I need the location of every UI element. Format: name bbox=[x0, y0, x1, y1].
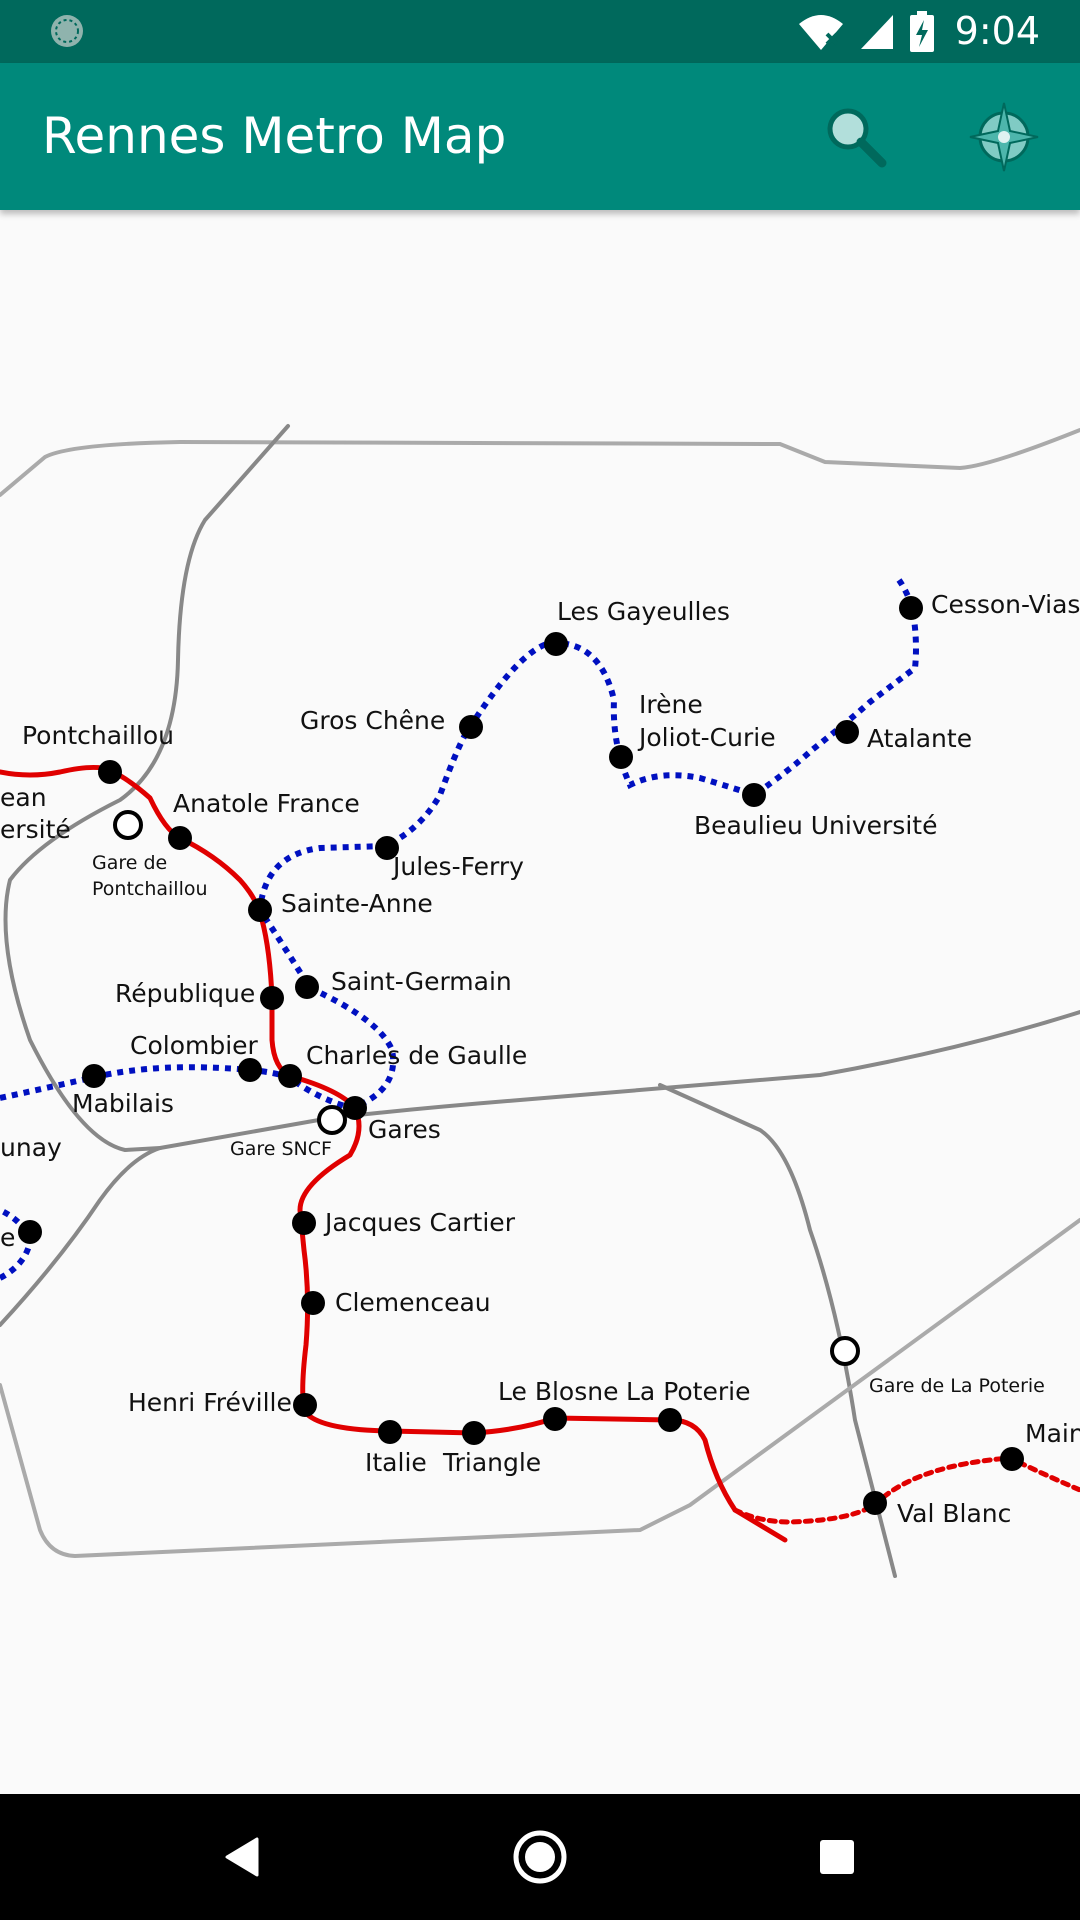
label-gare-pontchaillou-2: Pontchaillou bbox=[92, 878, 208, 900]
wifi-off-icon bbox=[798, 14, 843, 50]
label-saint-germain: Saint-Germain bbox=[331, 967, 512, 996]
station-henri-freville[interactable] bbox=[293, 1393, 317, 1417]
label-italie: Italie bbox=[365, 1448, 427, 1477]
label-charles-de-gaulle: Charles de Gaulle bbox=[306, 1041, 527, 1070]
system-nav-bar bbox=[0, 1794, 1080, 1920]
station-italie[interactable] bbox=[378, 1420, 402, 1444]
label-gare-la-poterie: Gare de La Poterie bbox=[869, 1375, 1045, 1397]
label-gares: Gares bbox=[368, 1115, 441, 1144]
label-cesson: Cesson-Vias bbox=[931, 590, 1080, 619]
metro-line-b bbox=[0, 578, 919, 1281]
station-clemenceau[interactable] bbox=[301, 1291, 325, 1315]
station-jacques-cartier[interactable] bbox=[292, 1211, 316, 1235]
station-mabilais[interactable] bbox=[82, 1064, 106, 1088]
station-pontchaillou[interactable] bbox=[98, 760, 122, 784]
label-la-poterie: La Poterie bbox=[626, 1377, 750, 1406]
label-atalante: Atalante bbox=[867, 724, 972, 753]
label-beaulieu: Beaulieu Université bbox=[694, 811, 937, 840]
station-gare-sncf[interactable] bbox=[317, 1105, 347, 1135]
station-saint-germain[interactable] bbox=[295, 975, 319, 999]
station-atalante[interactable] bbox=[835, 720, 859, 744]
station-val-blanc[interactable] bbox=[863, 1491, 887, 1515]
label-clemenceau: Clemenceau bbox=[335, 1288, 491, 1317]
station-beaulieu-universite[interactable] bbox=[742, 783, 766, 807]
label-unay: unay bbox=[0, 1133, 62, 1162]
station-gare-pontchaillou[interactable] bbox=[113, 810, 143, 840]
station-les-gayeulles[interactable] bbox=[544, 632, 568, 656]
label-pontchaillou: Pontchaillou bbox=[22, 721, 174, 750]
label-jacques-cartier: Jacques Cartier bbox=[323, 1208, 516, 1237]
label-ean: ean bbox=[0, 783, 47, 812]
rail-line-poterie bbox=[658, 1083, 897, 1578]
station-offscreen-west[interactable] bbox=[18, 1220, 42, 1244]
nav-home-icon[interactable] bbox=[505, 1822, 575, 1892]
station-gare-la-poterie[interactable] bbox=[830, 1336, 860, 1366]
station-gares[interactable] bbox=[343, 1096, 367, 1120]
station-colombier[interactable] bbox=[238, 1058, 262, 1082]
station-triangle[interactable] bbox=[462, 1421, 486, 1445]
label-colombier: Colombier bbox=[130, 1031, 259, 1060]
station-le-blosne[interactable] bbox=[543, 1407, 567, 1431]
label-jules-ferry: Jules-Ferry bbox=[391, 852, 524, 881]
rail-line-sw bbox=[0, 1146, 162, 1327]
station-gros-chene[interactable] bbox=[459, 715, 483, 739]
rail-line-main bbox=[158, 1010, 1080, 1150]
status-bar: 9:04 bbox=[0, 0, 1080, 63]
label-le-blosne: Le Blosne bbox=[498, 1377, 618, 1406]
compass-locate-icon[interactable] bbox=[968, 101, 1040, 173]
loading-circle-icon bbox=[51, 15, 83, 47]
cell-signal-icon bbox=[860, 14, 893, 49]
nav-recents-icon[interactable] bbox=[802, 1822, 872, 1892]
label-gare-pontchaillou-1: Gare de bbox=[92, 852, 167, 874]
page-title: Rennes Metro Map bbox=[42, 107, 507, 165]
label-henri-freville: Henri Fréville bbox=[128, 1388, 292, 1417]
metro-map[interactable]: Pontchaillou Anatole France Gare de Pont… bbox=[0, 210, 1080, 1794]
stations bbox=[18, 596, 1024, 1515]
nav-back-icon[interactable] bbox=[207, 1822, 277, 1892]
station-anatole-france[interactable] bbox=[168, 826, 192, 850]
search-icon[interactable] bbox=[820, 101, 892, 173]
label-mabilais: Mabilais bbox=[72, 1089, 174, 1118]
rail-line-outer-top bbox=[0, 428, 1080, 497]
battery-charging-icon bbox=[909, 10, 934, 52]
label-les-gayeulles: Les Gayeulles bbox=[557, 597, 730, 626]
station-republique[interactable] bbox=[260, 986, 284, 1010]
label-gare-sncf: Gare SNCF bbox=[230, 1138, 332, 1160]
rail-lines bbox=[0, 424, 1080, 1578]
label-anatole-france: Anatole France bbox=[173, 789, 360, 818]
rail-line-se bbox=[0, 1218, 1080, 1559]
label-ersite: ersité bbox=[0, 815, 71, 844]
station-cesson-vias[interactable] bbox=[899, 596, 923, 620]
label-sainte-anne: Sainte-Anne bbox=[281, 889, 433, 918]
label-gros-chene: Gros Chêne bbox=[300, 706, 445, 735]
app-bar: Rennes Metro Map bbox=[0, 63, 1080, 210]
label-main: Main bbox=[1025, 1419, 1080, 1448]
station-labels: Pontchaillou Anatole France Gare de Pont… bbox=[0, 590, 1080, 1528]
station-main[interactable] bbox=[1000, 1447, 1024, 1471]
station-sainte-anne[interactable] bbox=[248, 898, 272, 922]
label-val-blanc: Val Blanc bbox=[897, 1499, 1011, 1528]
label-republique: République bbox=[115, 979, 255, 1008]
label-irene-1: Irène bbox=[639, 690, 703, 719]
station-charles-de-gaulle[interactable] bbox=[278, 1064, 302, 1088]
label-e: e bbox=[0, 1223, 15, 1252]
station-la-poterie[interactable] bbox=[658, 1408, 682, 1432]
status-time: 9:04 bbox=[954, 9, 1040, 53]
rail-line-nw bbox=[3, 424, 290, 1153]
label-irene-2: Joliot-Curie bbox=[637, 723, 776, 752]
label-triangle: Triangle bbox=[442, 1448, 541, 1477]
station-jules-ferry[interactable] bbox=[375, 836, 399, 860]
metro-map-canvas[interactable]: Pontchaillou Anatole France Gare de Pont… bbox=[0, 210, 1080, 1794]
station-irene-joliot-curie[interactable] bbox=[609, 745, 633, 769]
